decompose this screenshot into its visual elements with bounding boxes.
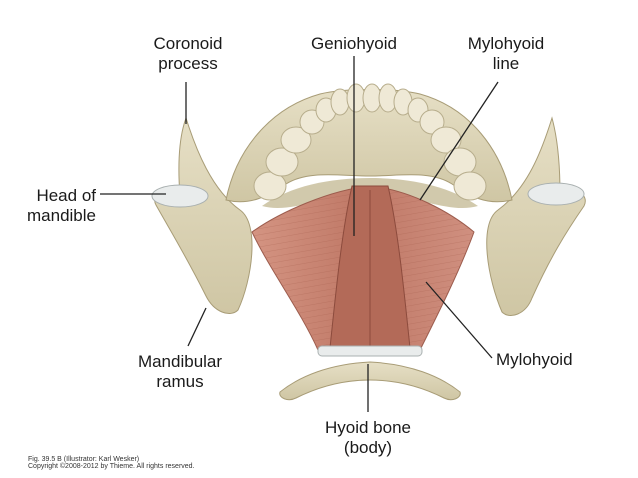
label-line: Mylohyoid: [467, 34, 545, 53]
label-hyoid-bone-body: Hyoid bone (body): [308, 418, 428, 458]
leader-mandibular-ramus: [187, 307, 207, 347]
label-mylohyoid-line: Mylohyoid line: [456, 34, 556, 74]
mandible-body: [486, 116, 586, 316]
copyright-notice: Copyright ©2008-2012 by Thieme. All righ…: [28, 463, 195, 470]
hyoid-bone: [279, 361, 461, 401]
condyle-left: [151, 184, 209, 208]
label-geniohyoid: Geniohyoid: [296, 34, 412, 54]
label-line: Mandibular: [137, 352, 223, 371]
mandible-body: [154, 116, 253, 314]
label-line: ramus: [156, 372, 204, 391]
label-line: Head of: [36, 186, 96, 205]
label-line: (body): [343, 438, 393, 457]
label-head-of-mandible: Head of mandible: [12, 186, 96, 226]
figure-credit: Fig. 39.5 B (Illustrator: Karl Wesker): [28, 456, 140, 463]
teeth: [253, 83, 487, 201]
label-line: mandible: [27, 206, 96, 225]
label-coronoid-process: Coronoid process: [138, 34, 238, 74]
label-line: process: [158, 54, 218, 73]
label-mylohyoid: Mylohyoid: [496, 350, 606, 370]
label-line: Hyoid bone: [324, 418, 411, 437]
condyle-right: [527, 182, 585, 206]
label-line: Geniohyoid: [310, 34, 397, 53]
label-line: Mylohyoid: [496, 350, 573, 369]
leader-mylohyoid: [425, 281, 493, 359]
leader-mylohyoid-line: [419, 81, 499, 201]
label-mandibular-ramus: Mandibular ramus: [128, 352, 232, 392]
label-line: line: [492, 54, 520, 73]
label-line: Coronoid: [153, 34, 223, 53]
leader-lines: [100, 56, 499, 412]
